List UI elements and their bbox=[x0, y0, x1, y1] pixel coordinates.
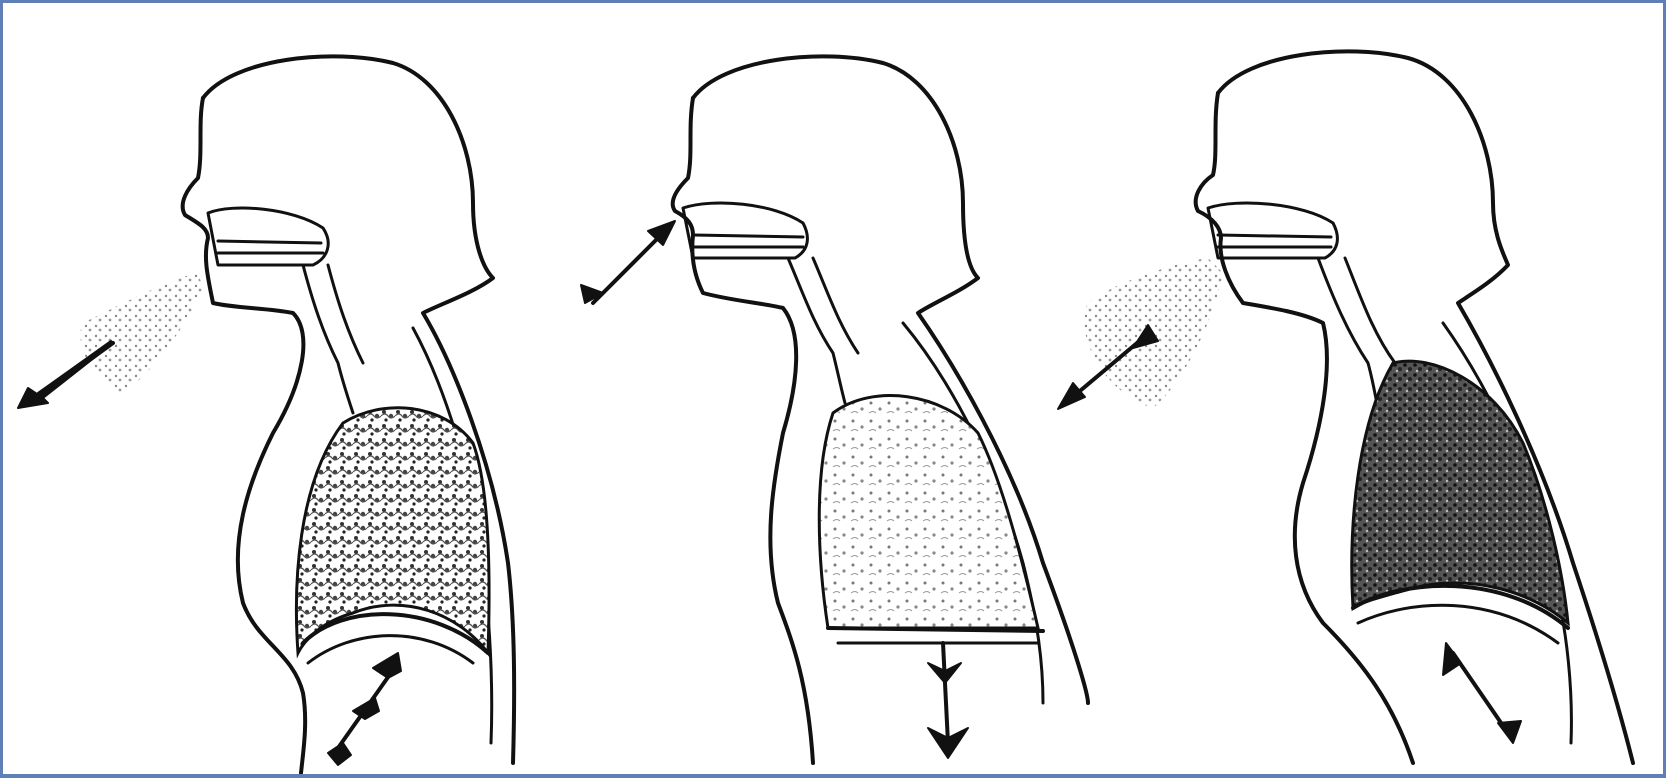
mouth-structure bbox=[208, 208, 328, 265]
breathing-diagram bbox=[3, 3, 1663, 774]
face-outline bbox=[183, 98, 305, 773]
lung bbox=[1352, 361, 1568, 623]
trachea bbox=[303, 265, 353, 413]
air-puff bbox=[80, 273, 203, 393]
head-outline bbox=[203, 56, 514, 763]
diaphragm-up-arrow bbox=[328, 653, 401, 765]
face-outline bbox=[673, 98, 813, 763]
diaphragm-up-arrow bbox=[1443, 643, 1521, 743]
mouth-structure bbox=[683, 203, 807, 258]
diaphragm-down-arrow bbox=[928, 643, 968, 758]
mouth-structure bbox=[1208, 203, 1337, 258]
panel-exhale-1 bbox=[18, 56, 514, 773]
lung bbox=[819, 396, 1038, 628]
trachea bbox=[788, 258, 845, 403]
air-in-arrow bbox=[581, 221, 675, 303]
panel-exhale-2 bbox=[1058, 51, 1633, 763]
panel-inhale bbox=[581, 56, 1088, 763]
